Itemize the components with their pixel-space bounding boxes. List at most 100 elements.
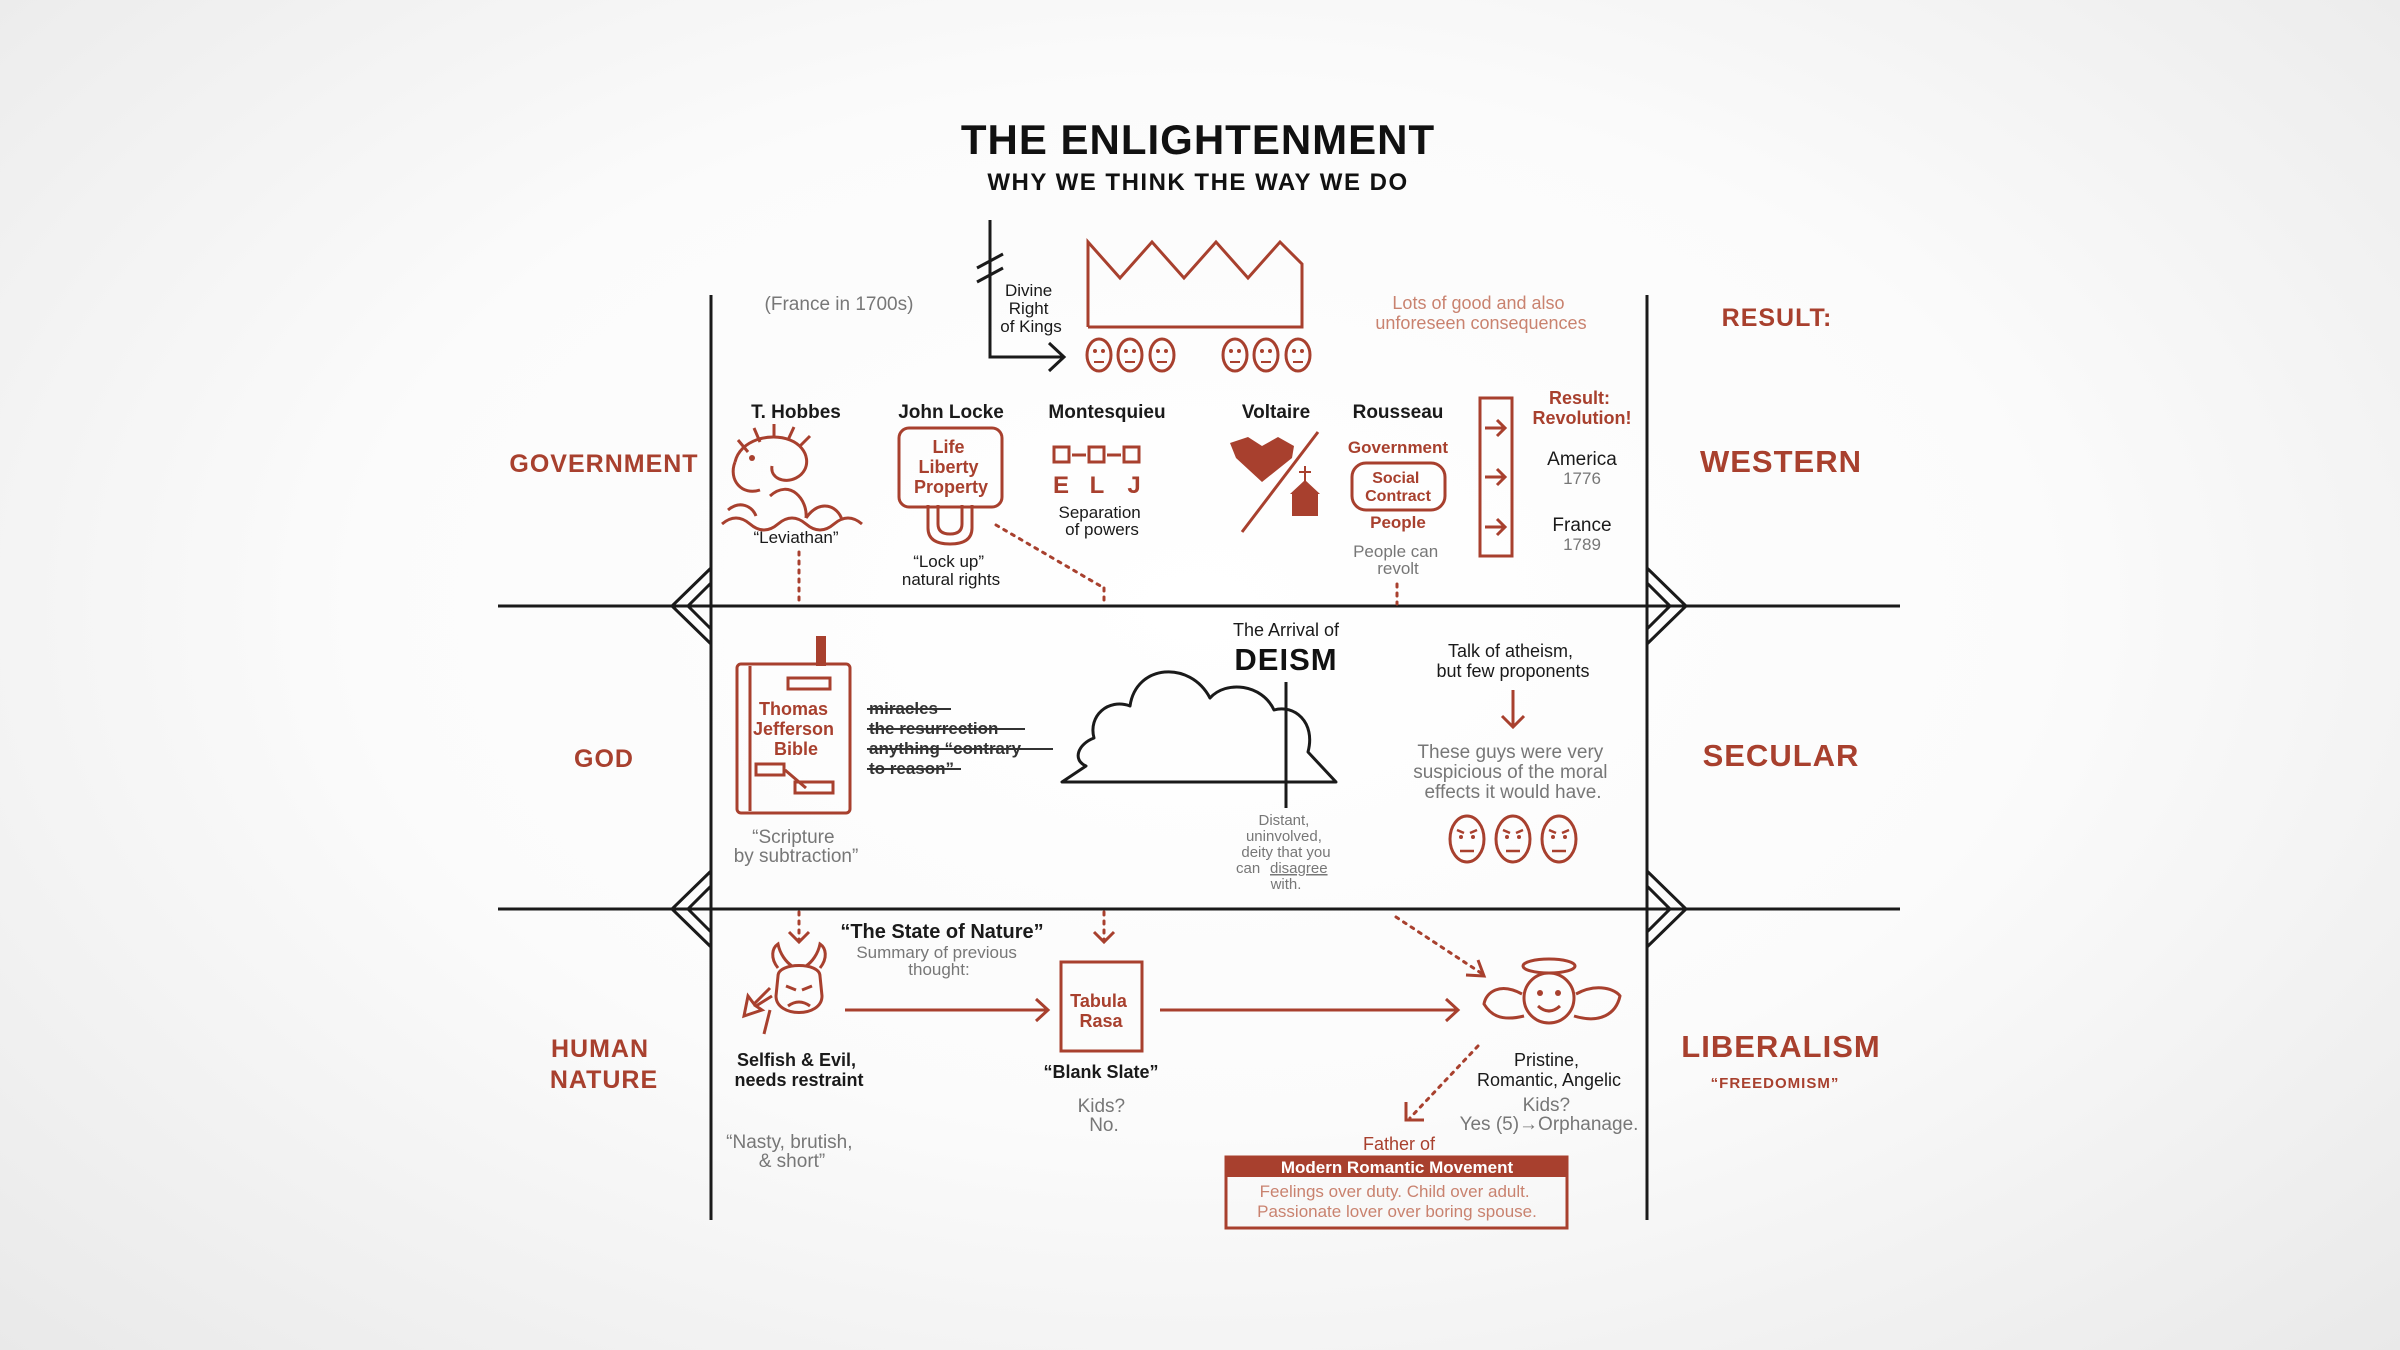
suspicious-face-icon [1448,814,1486,864]
divine-right-line: of Kings [1000,317,1061,336]
right-arrow-icon [1160,997,1461,1023]
subjects-faces-icon [1085,337,1312,373]
row-label-government: GOVERNMENT [509,450,698,478]
revolution-place: France [1552,515,1611,536]
tabula-rasa-box [1059,960,1144,1053]
revolution-arrows-icon [1478,396,1514,558]
svg-text:“Scripture by subtraction”: “Scripture by subtraction” [734,827,859,867]
subject-face-icon [1148,337,1176,373]
down-arrow-icon [1500,690,1526,730]
locke-connector [994,523,1106,590]
atheism-note: These guys were very [1417,742,1603,763]
result-western: WESTERN [1700,444,1862,479]
crown-icon [1086,238,1304,329]
result-freedomism: “FREEDOMISM” [1711,1075,1840,1092]
deism-word: DEISM [1234,642,1337,677]
romantic-banner: Modern Romantic Movement [1281,1158,1514,1177]
bible-caption: “Scripture [752,827,834,848]
suspicious-face-icon [1540,814,1578,864]
angel-caption: Pristine, [1514,1050,1579,1070]
frame-lines [498,295,1900,1220]
evil-quote: “Nasty, brutish, [726,1132,852,1153]
consequences-line: Lots of good and also [1392,293,1564,313]
bible-label: Bible [774,739,818,759]
svg-text:Social Contract: Social Contract [1365,470,1431,505]
svg-text:Life Liberty Property: Life Liberty Property [914,437,988,497]
down-arrow-icon [787,930,811,945]
atheism-note: suspicious of the moral [1413,762,1607,783]
locke-box-line: Life [932,437,964,457]
evil-caption: Selfish & Evil, [737,1050,856,1070]
svg-text:can disagree: can disagree [1236,860,1328,877]
summary-line: thought: [908,960,969,979]
suspicious-faces-icon [1448,814,1578,864]
svg-text:People can revolt: People can revolt [1353,542,1443,578]
svg-text:Tabula Rasa: Tabula Rasa [1070,991,1132,1031]
tabula-box-line: Tabula [1070,991,1128,1011]
revolution-place: America [1547,449,1617,470]
rousseau-name: Rousseau [1353,402,1444,423]
rousseau-government: Government [1348,438,1448,457]
tabula-kids: No. [1089,1115,1119,1136]
svg-text:Feelings over duty. Child over: Feelings over duty. Child over adult. Pa… [1257,1182,1537,1221]
tabula-box-line: Rasa [1079,1011,1123,1031]
svg-text:Separation of powers: Separation of powers [1059,503,1146,539]
deism-caption: Distant, [1258,812,1309,829]
france-note: (France in 1700s) [765,294,914,315]
locke-name: John Locke [898,402,1004,423]
svg-text:Result: Revolution!: Result: Revolution! [1533,388,1632,428]
result-liberalism: LIBERALISM [1681,1029,1880,1064]
rousseau-caption: People can [1353,542,1438,561]
subject-face-icon [1252,337,1280,373]
deism-caption: with. [1270,876,1302,893]
romantic-father: Father of [1363,1134,1436,1154]
bible-label: Jefferson [753,719,834,739]
angel-kids: Kids? [1523,1095,1571,1116]
montesquieu-letter: L [1090,472,1105,499]
angel-kids: Yes (5)→Orphanage. [1460,1114,1639,1135]
svg-text:“Nasty, brutish, & short”: “Nasty, brutish, & short” [726,1132,858,1172]
hobbes-caption: “Leviathan” [753,528,838,547]
svg-text:Lots of good and also unfo: Lots of good and also unforeseen consequ… [1375,293,1586,333]
subject-face-icon [1116,337,1144,373]
montesquieu-caption: of powers [1065,520,1139,539]
bible-caption: by subtraction” [734,846,859,867]
crown-vs-church-icon [1230,431,1320,533]
romantic-line: Passionate lover over boring spouse. [1257,1202,1537,1221]
social-contract-box [1350,461,1447,512]
evil-quote: & short” [759,1151,826,1172]
locke-box-line: Liberty [918,457,978,477]
angel-caption: Romantic, Angelic [1477,1070,1621,1090]
right-arrow-icon [845,997,1051,1023]
page-title: THE ENLIGHTENMENT [961,116,1435,163]
consequences-line: unforeseen consequences [1375,313,1586,333]
svg-text:Divine Right of Kings: Divine Right of Kings [1000,281,1061,336]
svg-text:Talk of atheism, but few p: Talk of atheism, but few proponents [1436,641,1589,681]
cloud-icon [1060,670,1338,808]
deism-pre: The Arrival of [1233,620,1340,640]
result-label: RESULT: [1722,304,1833,332]
summary-line: Summary of previous [856,943,1017,962]
result-secular: SECULAR [1703,738,1860,773]
row-label-human-nature: NATURE [550,1066,658,1094]
svg-text:Pristine, Romantic, Angeli: Pristine, Romantic, Angelic [1477,1050,1621,1090]
svg-text:“Lock up” natural rights: “Lock up” natural rights [902,552,1000,589]
svg-text:HUMAN NATURE: HUMAN NATURE [550,1035,658,1094]
svg-text:These guys were very suspi: These guys were very suspicious of the m… [1413,742,1613,803]
locke-box-line: Property [914,477,988,497]
atheism-heading: Talk of atheism, [1448,641,1573,661]
divine-right-line: Divine [1005,281,1052,300]
row-label-god: GOD [574,745,634,773]
down-arrow-icon [1092,930,1116,945]
evil-caption: needs restraint [734,1070,863,1090]
row-label-human-nature: HUMAN [551,1035,649,1063]
strikethrough-lines [867,708,1053,770]
divine-right-arrow-icon [976,220,1067,373]
montesquieu-name: Montesquieu [1048,402,1165,423]
suspicious-face-icon [1494,814,1532,864]
deism-caption: uninvolved, [1246,828,1322,845]
tabula-caption: “Blank Slate” [1043,1062,1158,1082]
svg-text:Summary of previous though: Summary of previous thought: [856,943,1021,979]
tabula-kids: Kids? [1078,1096,1126,1117]
